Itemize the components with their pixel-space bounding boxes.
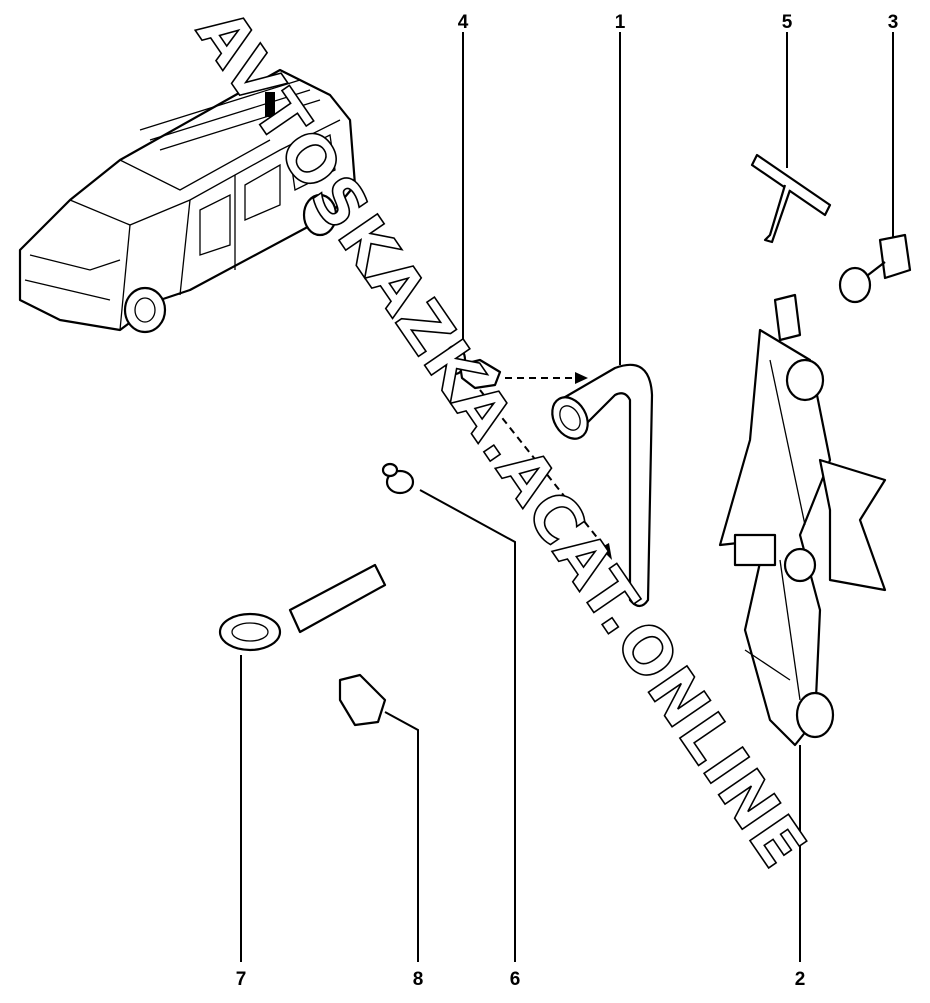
callout-5: 5 <box>782 12 793 33</box>
part-4-clip <box>443 344 502 390</box>
callout-2: 2 <box>795 969 806 990</box>
callout-3: 3 <box>888 12 899 33</box>
callout-8: 8 <box>413 969 424 990</box>
callout-6: 6 <box>510 969 521 990</box>
part-6-plug <box>381 462 415 495</box>
part-7-towing-eye <box>218 563 387 652</box>
leader-lines <box>240 32 894 962</box>
vehicle-illustration <box>18 68 357 334</box>
part-2-scissor-jack <box>718 293 887 747</box>
part-8-clip <box>338 673 387 727</box>
watermark: AVTOSKAZKA.ACAT.ONLINE <box>182 0 821 882</box>
callout-1: 1 <box>615 12 626 33</box>
part-5-t-key <box>750 153 832 244</box>
part-3-bracket <box>838 233 912 304</box>
part-1-wheel-brace <box>551 363 654 608</box>
callout-4: 4 <box>458 12 469 33</box>
callout-7: 7 <box>236 969 247 990</box>
